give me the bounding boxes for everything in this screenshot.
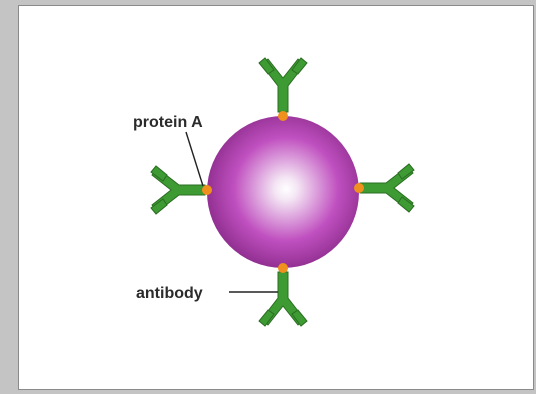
protein-a-dot-top bbox=[278, 111, 288, 121]
protein-a-dot-left bbox=[202, 185, 212, 195]
antibody-bottom bbox=[259, 272, 307, 326]
antibody-label: antibody bbox=[136, 285, 203, 302]
protein-a-leader bbox=[186, 132, 203, 186]
protein-a-label: protein A bbox=[133, 114, 203, 131]
antibody-left bbox=[151, 166, 205, 214]
bead bbox=[207, 116, 359, 268]
protein-a-dot-right bbox=[354, 183, 364, 193]
antibody-top bbox=[259, 58, 307, 112]
protein-a-dot-bottom bbox=[278, 263, 288, 273]
antibody-right bbox=[360, 164, 414, 212]
